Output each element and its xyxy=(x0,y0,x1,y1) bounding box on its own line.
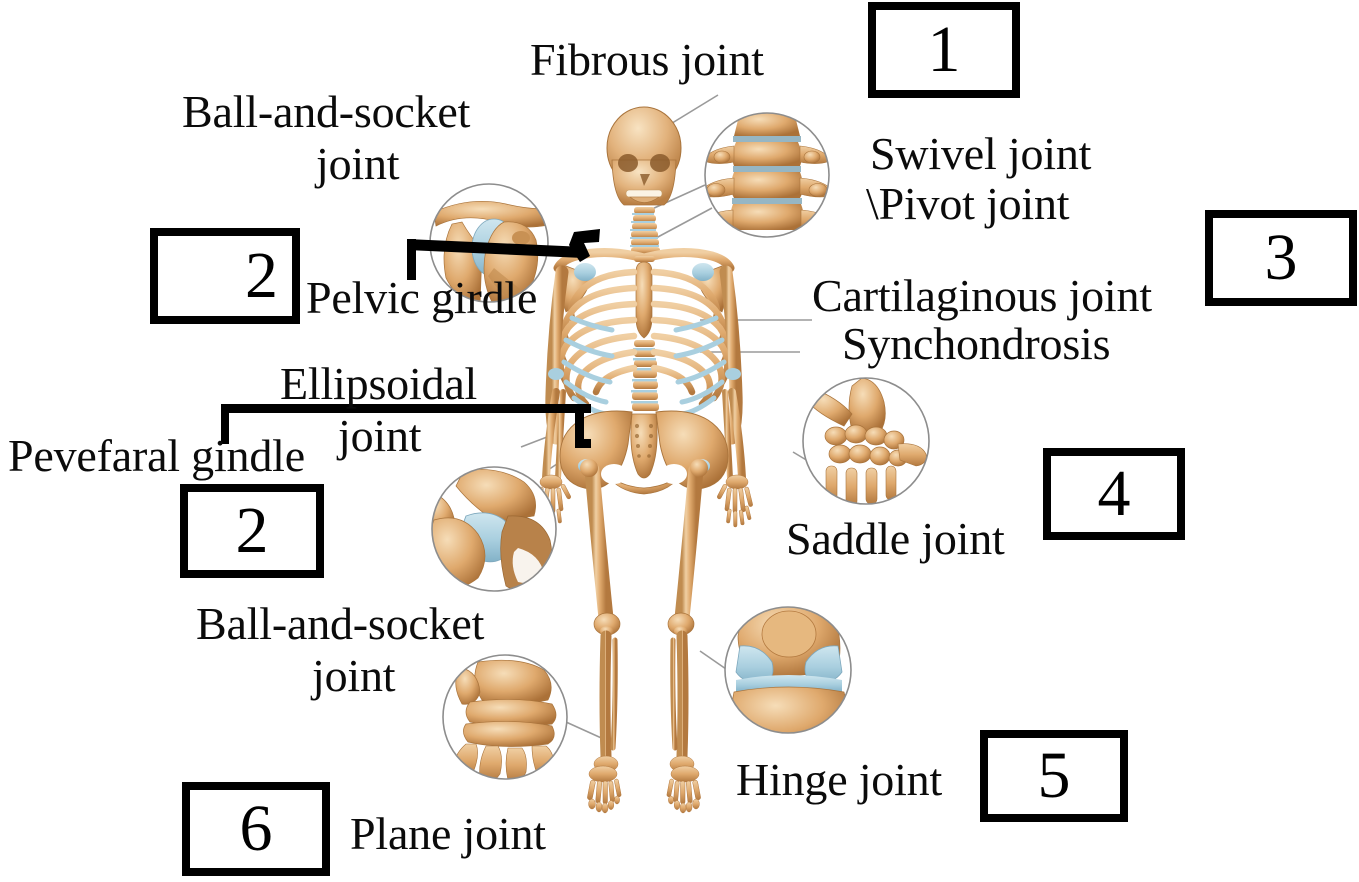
label-swivel-joint-line1: Swivel joint xyxy=(870,128,1092,179)
number-box-2-lower-value: 2 xyxy=(235,494,269,567)
label-hinge-joint: Hinge joint xyxy=(736,754,943,805)
number-box-6-value: 6 xyxy=(239,792,273,865)
number-box-3[interactable]: 3 xyxy=(1205,210,1357,306)
label-saddle-joint: Saddle joint xyxy=(786,513,1005,564)
callout-hip-joint xyxy=(431,466,557,592)
callout-cervical-vertebrae xyxy=(704,112,830,238)
label-synchondrosis: Synchondrosis xyxy=(842,318,1111,369)
label-ellipsoidal-line1: Ellipsoidal xyxy=(280,358,478,409)
label-ball-and-socket-top-line1: Ball-and-socket xyxy=(182,86,471,137)
callout-knee-joint xyxy=(724,606,852,734)
label-ball-and-socket-top-line2: joint xyxy=(316,138,400,189)
number-box-2-upper-value: 2 xyxy=(245,239,278,312)
number-box-2-lower[interactable]: 2 xyxy=(180,484,324,578)
label-fibrous-joint: Fibrous joint xyxy=(530,34,764,85)
label-ball-and-socket-bottom-line2: joint xyxy=(312,650,396,701)
number-box-5[interactable]: 5 xyxy=(980,730,1128,822)
label-plane-joint: Plane joint xyxy=(350,808,546,859)
number-box-1[interactable]: 1 xyxy=(868,2,1020,98)
number-box-6[interactable]: 6 xyxy=(182,782,330,876)
number-box-5-value: 5 xyxy=(1037,739,1071,812)
label-ellipsoidal-line2: joint xyxy=(338,410,422,461)
label-cartilaginous-joint: Cartilaginous joint xyxy=(812,270,1152,321)
callout-wrist-carpals xyxy=(802,377,930,505)
callout-foot-tarsals xyxy=(442,654,568,780)
label-pevefaral-gindle: Pevefaral gindle xyxy=(8,430,305,481)
label-pelvic-girdle: Pelvic girdle xyxy=(306,272,538,323)
number-box-4-value: 4 xyxy=(1097,457,1131,530)
number-box-4[interactable]: 4 xyxy=(1043,448,1185,540)
label-ball-and-socket-bottom-line1: Ball-and-socket xyxy=(196,598,485,649)
label-swivel-joint-line2: \Pivot joint xyxy=(866,178,1070,229)
number-box-1-value: 1 xyxy=(927,13,961,86)
number-box-2-upper[interactable]: 2 xyxy=(150,228,300,324)
number-box-3-value: 3 xyxy=(1264,221,1298,294)
